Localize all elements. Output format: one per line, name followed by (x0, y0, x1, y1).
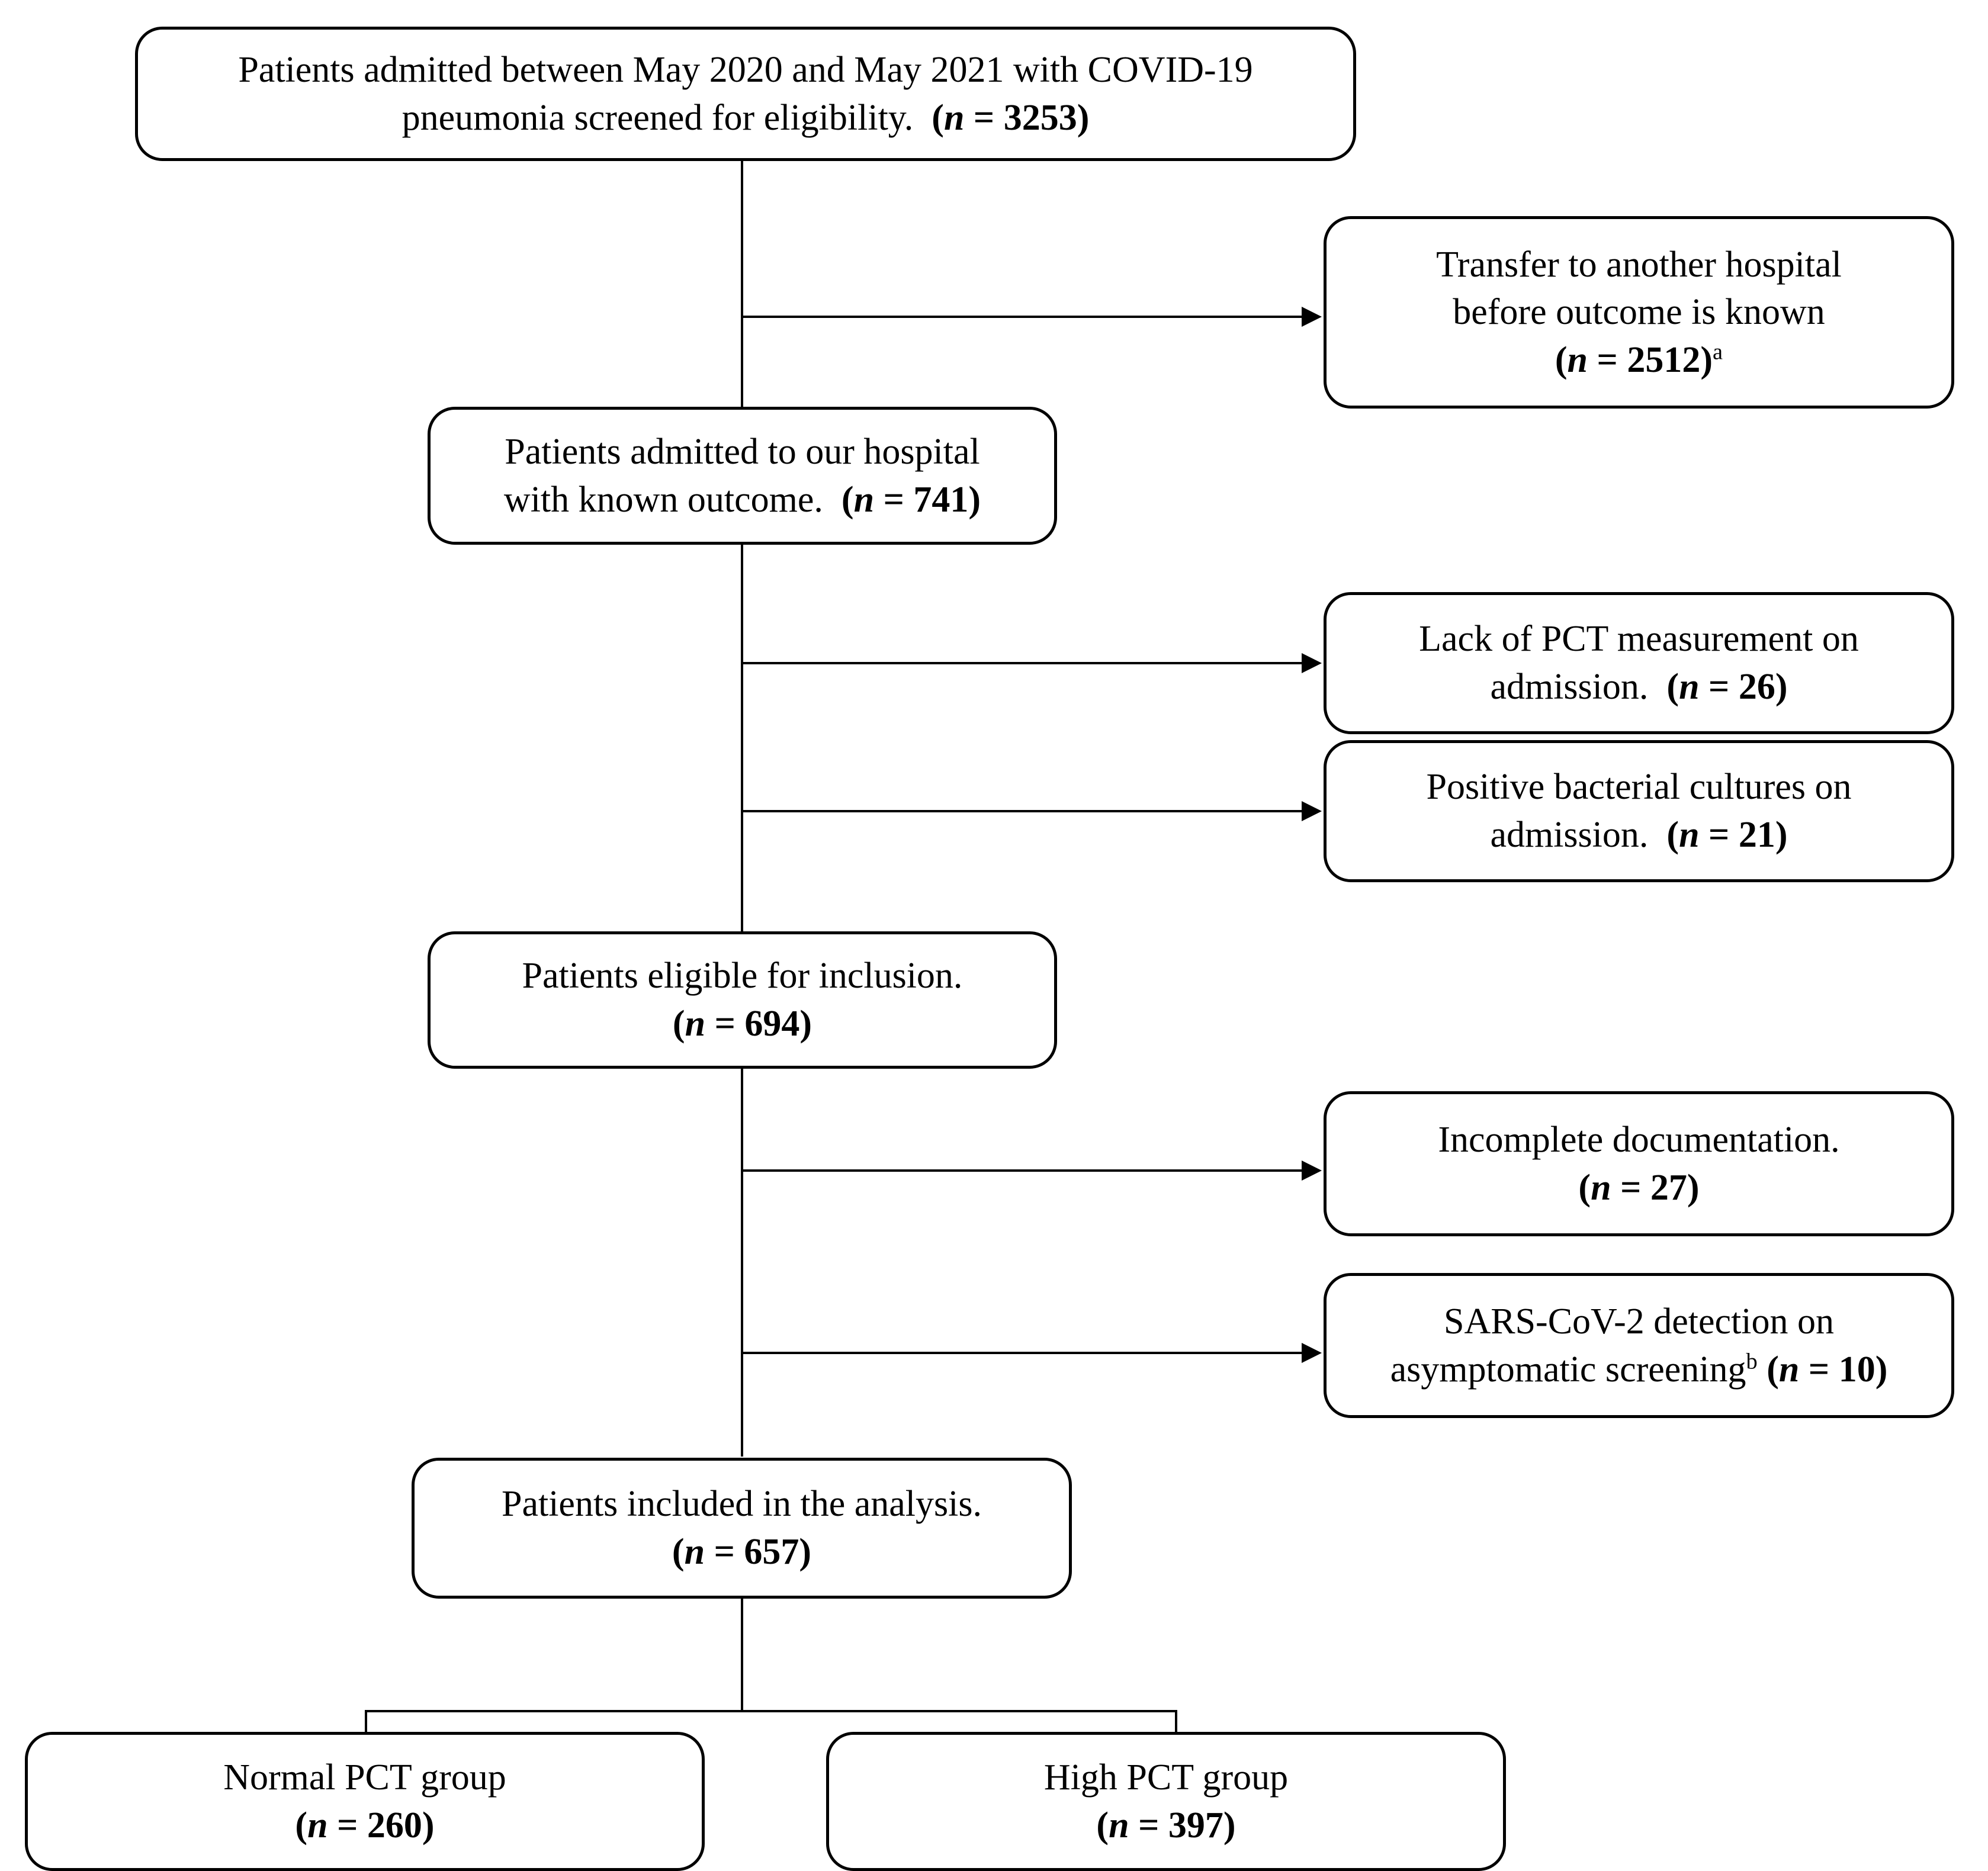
node-known-outcome-text: Patients admitted to our hospital with k… (444, 428, 1041, 523)
node-positive-cultures-text: Positive bacterial cultures on admission… (1340, 763, 1938, 859)
node-no-pct-line2: admission. (n = 26) (1340, 663, 1938, 711)
connector-branch-no-pct (741, 662, 1303, 664)
node-known-outcome-line1: Patients admitted to our hospital (505, 431, 980, 472)
node-no-pct-label: admission. (1490, 667, 1649, 707)
node-transfer[interactable]: Transfer to another hospital before outc… (1324, 216, 1954, 409)
node-analysed-count: (n = 657) (672, 1532, 812, 1572)
node-asymptomatic-count: (n = 10) (1757, 1349, 1888, 1390)
connector-branch-positive-cultures (741, 810, 1303, 812)
arrowhead-transfer (1302, 307, 1322, 327)
node-analysed[interactable]: Patients included in the analysis. (n = … (412, 1458, 1072, 1599)
connector-split-horizontal (365, 1710, 1177, 1712)
node-known-outcome-label: with known outcome. (503, 479, 823, 520)
node-eligible-text: Patients eligible for inclusion. (n = 69… (444, 952, 1041, 1047)
node-incomplete-docs-line1: Incomplete documentation. (1438, 1119, 1840, 1160)
node-screened[interactable]: Patients admitted between May 2020 and M… (135, 27, 1356, 161)
node-normal-pct-count: (n = 260) (295, 1805, 435, 1846)
node-asymptomatic-footnote: b (1746, 1348, 1758, 1374)
connector-branch-asymptomatic (741, 1352, 1303, 1354)
node-known-outcome[interactable]: Patients admitted to our hospital with k… (428, 407, 1057, 545)
node-known-outcome-line2: with known outcome. (n = 741) (444, 476, 1041, 524)
node-screened-text: Patients admitted between May 2020 and M… (151, 46, 1340, 142)
connector-branch-incomplete-docs (741, 1169, 1303, 1172)
node-positive-cultures[interactable]: Positive bacterial cultures on admission… (1324, 740, 1954, 882)
node-normal-pct-line1: Normal PCT group (223, 1757, 506, 1798)
connector-spine-3 (741, 1069, 743, 1457)
connector-spine-2 (741, 545, 743, 936)
arrowhead-no-pct (1302, 653, 1322, 673)
node-normal-pct[interactable]: Normal PCT group (n = 260) (25, 1732, 705, 1871)
node-high-pct-text: High PCT group (n = 397) (842, 1754, 1490, 1849)
node-no-pct-count: (n = 26) (1666, 667, 1788, 707)
node-transfer-footnote: a (1713, 339, 1723, 365)
node-analysed-line1: Patients included in the analysis. (501, 1484, 982, 1525)
node-asymptomatic-line2: asymptomatic screeningb (n = 10) (1332, 1346, 1945, 1394)
node-asymptomatic-text: SARS-CoV-2 detection on asymptomatic scr… (1332, 1298, 1945, 1393)
node-eligible[interactable]: Patients eligible for inclusion. (n = 69… (428, 931, 1057, 1069)
node-no-pct[interactable]: Lack of PCT measurement on admission. (n… (1324, 592, 1954, 734)
node-high-pct-line1: High PCT group (1043, 1757, 1289, 1798)
node-eligible-count: (n = 694) (672, 1004, 812, 1044)
node-asymptomatic-line1: SARS-CoV-2 detection on (1443, 1301, 1835, 1342)
node-incomplete-docs-text: Incomplete documentation. (n = 27) (1340, 1116, 1938, 1211)
node-positive-cultures-line1: Positive bacterial cultures on (1426, 767, 1852, 808)
node-asymptomatic[interactable]: SARS-CoV-2 detection on asymptomatic scr… (1324, 1273, 1954, 1418)
node-positive-cultures-label: admission. (1490, 815, 1649, 855)
node-transfer-line2: before outcome is known (1453, 292, 1825, 333)
node-positive-cultures-line2: admission. (n = 21) (1340, 811, 1938, 859)
node-asymptomatic-label: asymptomatic screening (1390, 1349, 1746, 1390)
node-incomplete-docs[interactable]: Incomplete documentation. (n = 27) (1324, 1091, 1954, 1236)
arrowhead-positive-cultures (1302, 801, 1322, 821)
node-transfer-count: (n = 2512)a (1555, 339, 1723, 380)
arrowhead-asymptomatic (1302, 1343, 1322, 1363)
node-no-pct-text: Lack of PCT measurement on admission. (n… (1340, 615, 1938, 711)
connector-spine-4 (741, 1599, 743, 1711)
node-screened-count: (n = 3253) (932, 97, 1090, 138)
node-analysed-text: Patients included in the analysis. (n = … (428, 1480, 1056, 1576)
node-transfer-text: Transfer to another hospital before outc… (1340, 241, 1938, 384)
node-transfer-line1: Transfer to another hospital (1436, 244, 1842, 285)
node-no-pct-line1: Lack of PCT measurement on (1419, 619, 1859, 660)
node-screened-label: pneumonia screened for eligibility. (402, 97, 914, 138)
node-high-pct[interactable]: High PCT group (n = 397) (826, 1732, 1506, 1871)
node-positive-cultures-count: (n = 21) (1666, 815, 1788, 855)
connector-spine-1 (741, 161, 743, 407)
node-incomplete-docs-count: (n = 27) (1578, 1167, 1700, 1208)
node-screened-line2: pneumonia screened for eligibility. (n =… (151, 94, 1340, 142)
connector-branch-transfer (741, 316, 1303, 318)
node-screened-line1: Patients admitted between May 2020 and M… (238, 49, 1253, 90)
arrowhead-incomplete-docs (1302, 1160, 1322, 1181)
node-high-pct-count: (n = 397) (1096, 1805, 1236, 1846)
node-normal-pct-text: Normal PCT group (n = 260) (41, 1754, 689, 1849)
node-known-outcome-count: (n = 741) (841, 479, 981, 520)
node-eligible-line1: Patients eligible for inclusion. (522, 956, 963, 996)
